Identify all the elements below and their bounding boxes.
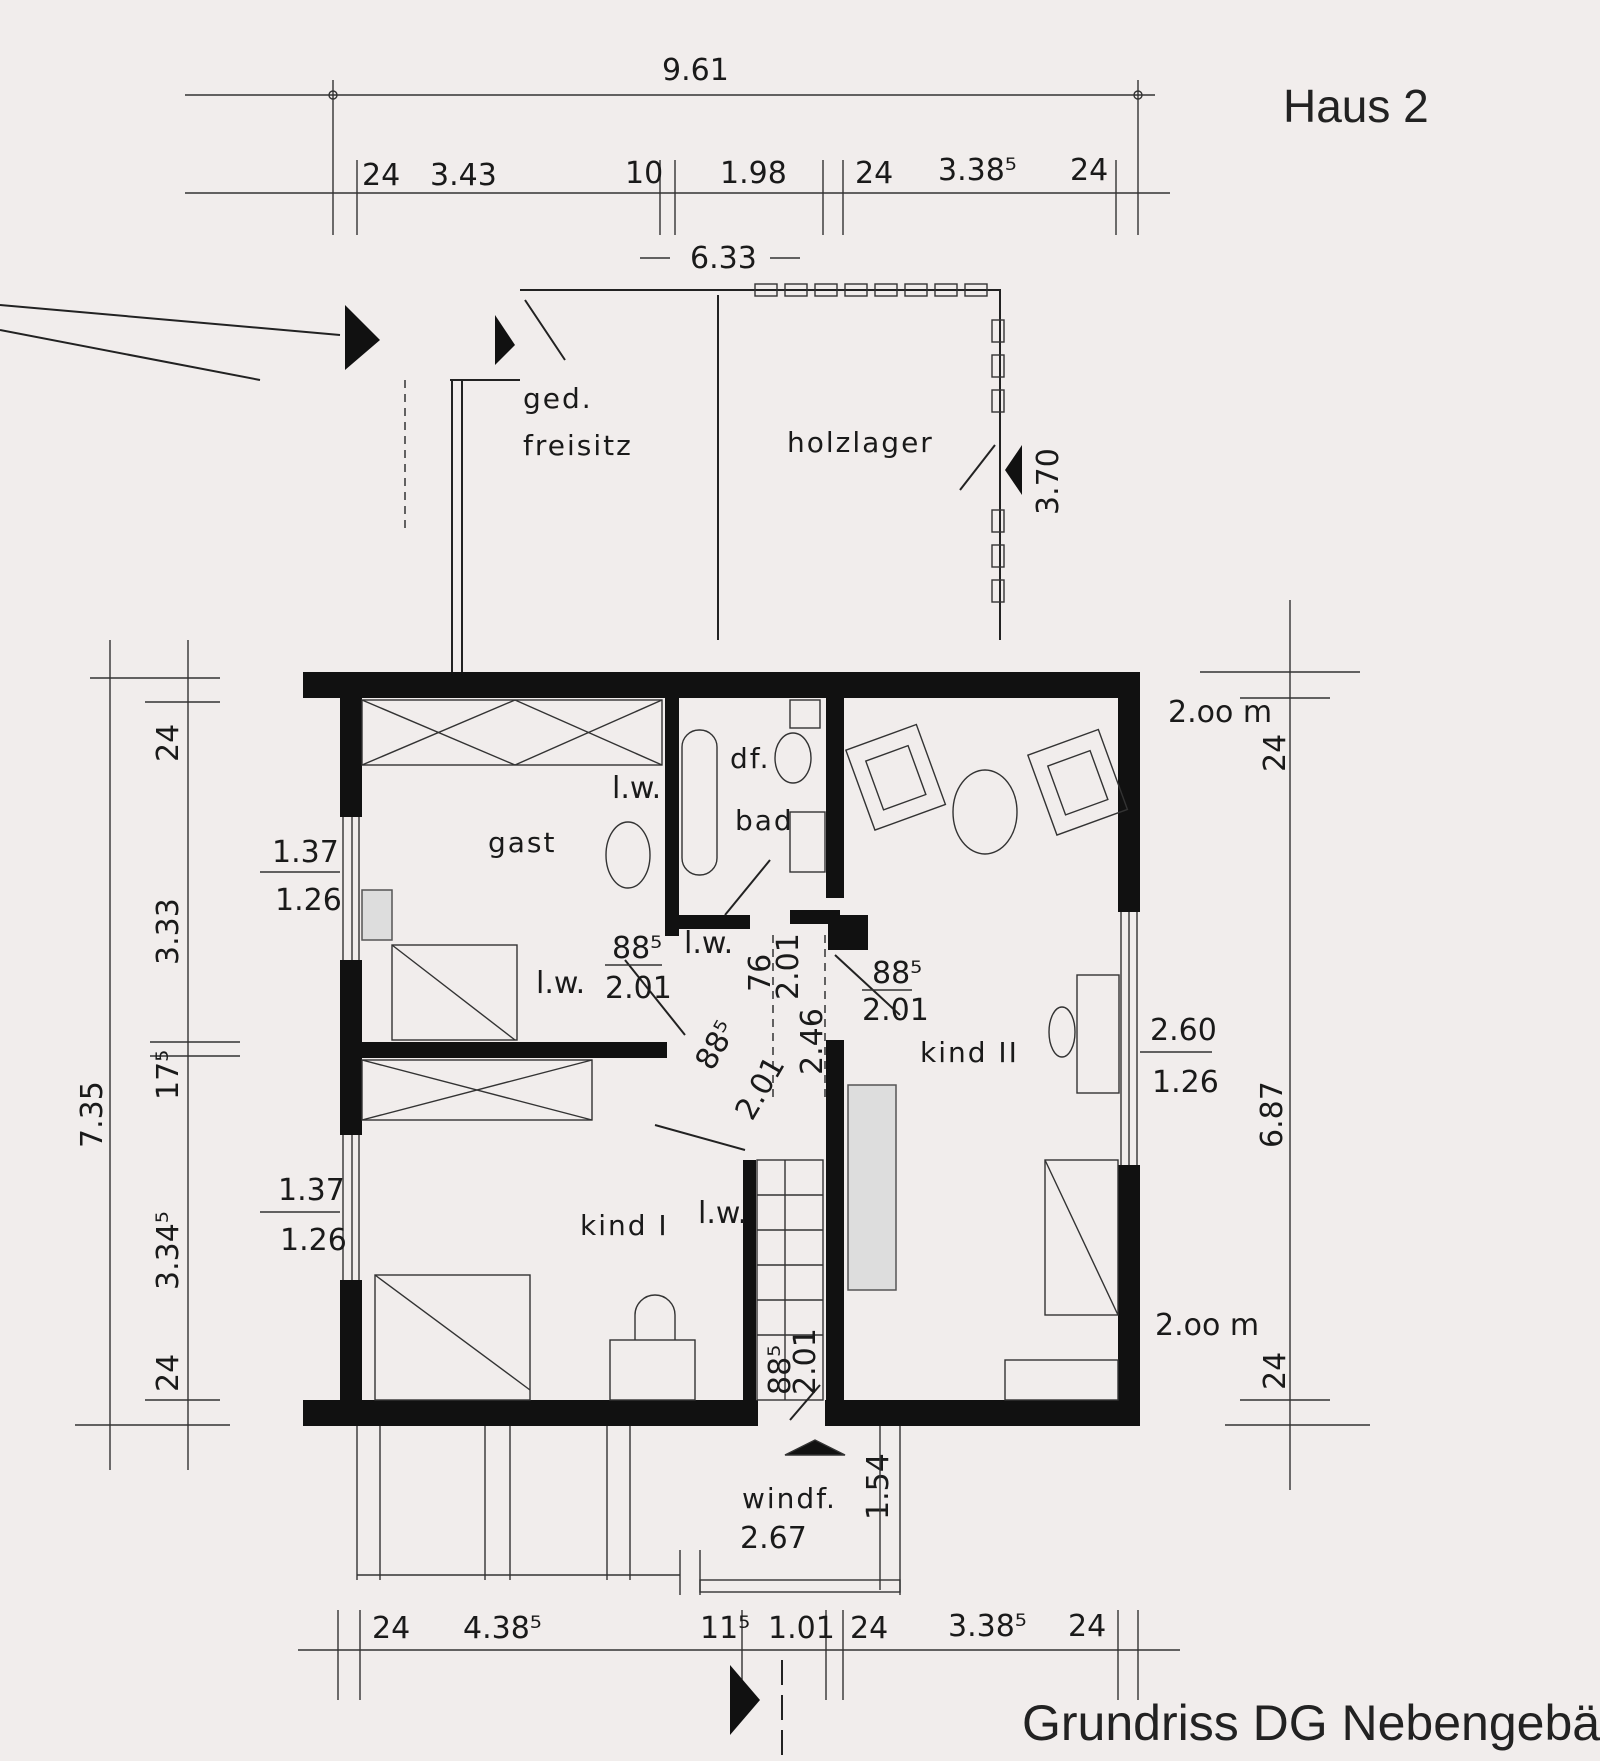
dim-label: 1.54 [861, 1453, 896, 1520]
drawing-title: Grundriss DG Nebengebäude [1022, 1695, 1600, 1751]
dim-label: 2.01 [605, 971, 672, 1006]
right-dimensions: 24 6.87 24 [1200, 600, 1370, 1490]
dim-label: 88⁵ [689, 1015, 744, 1076]
dim-label: 2.oo m [1155, 1308, 1259, 1343]
dim-label: 17⁵ [151, 1050, 186, 1100]
dim-holz-depth: 3.70 [1031, 448, 1066, 515]
dim-label: 24 [1068, 1609, 1106, 1644]
dim-label: 10 [625, 156, 663, 191]
dim-label: 24 [1070, 153, 1108, 188]
furniture [361, 699, 1129, 1401]
door-swings [624, 859, 901, 1421]
dim-label: 3.38⁵ [948, 1609, 1027, 1644]
room-label-holzlager: holzlager [787, 426, 934, 459]
dim-label: 2.60 [1150, 1013, 1217, 1048]
dim-label: 2.01 [862, 993, 929, 1028]
dim-label: 3.33 [151, 898, 186, 965]
room-label-bad-2: bad [735, 804, 794, 837]
room-label-freisitz-1: ged. [523, 382, 593, 415]
left-dimensions: 24 3.33 17⁵ 3.34⁵ 24 7.35 [75, 640, 240, 1470]
dim-label: 2.01 [788, 1328, 823, 1395]
dim-label: 11⁵ [700, 1611, 750, 1646]
house-label: Haus 2 [1283, 80, 1429, 132]
dim-label: 2.46 [795, 1008, 830, 1075]
dim-label: 24 [372, 1611, 410, 1646]
dim-label: 24 [855, 156, 893, 191]
dim-label: l.w. [612, 771, 661, 806]
dim-label: 76 [743, 954, 778, 992]
dim-label: l.w. [684, 926, 733, 961]
dim-label: 1.26 [275, 883, 342, 918]
dim-label: 88⁵ [872, 956, 922, 991]
dim-label: 2.oo m [1168, 695, 1272, 730]
dim-label: 2.01 [729, 1051, 793, 1126]
dim-label: 24 [850, 1611, 888, 1646]
room-label-kind-2: kind II [920, 1036, 1019, 1069]
dim-label: 6.87 [1255, 1081, 1290, 1148]
dim-label: 1.26 [280, 1223, 347, 1258]
walls [303, 672, 1140, 1426]
dim-label: 24 [1258, 1352, 1293, 1390]
interior-dimensions: 88⁵ 2.01 88⁵ 2.01 88⁵ 2.01 76 2.01 2.46 … [260, 695, 1272, 1556]
bottom-dimensions: 24 4.38⁵ 11⁵ 1.01 24 3.38⁵ 24 [298, 1609, 1180, 1761]
entrance [356, 1426, 901, 1595]
dim-label: 7.35 [75, 1081, 110, 1148]
top-dimensions: 9.61 24 3.43 10 1.98 24 3.38⁵ 24 6.33 [185, 53, 1170, 276]
dim-label: 1.01 [768, 1611, 835, 1646]
room-label-windfang: windf. [742, 1482, 837, 1515]
dim-label: 3.43 [430, 158, 497, 193]
dim-label: 1.37 [272, 835, 339, 870]
windows [342, 817, 1138, 1280]
dim-freisitz-width: 6.33 [690, 241, 757, 276]
dim-label: 24 [1258, 734, 1293, 772]
room-label-bad-1: df. [730, 742, 771, 775]
dim-label: 3.38⁵ [938, 153, 1017, 188]
dim-label: l.w. [698, 1196, 747, 1231]
dim-label: 24 [151, 1354, 186, 1392]
dim-label: 24 [151, 724, 186, 762]
dim-label: 1.98 [720, 156, 787, 191]
room-label-gast: gast [488, 826, 557, 859]
room-label-kind-1: kind I [580, 1209, 669, 1242]
dim-label: 88⁵ [612, 931, 662, 966]
dim-label: 4.38⁵ [463, 1611, 542, 1646]
dim-top-total: 9.61 [662, 53, 729, 88]
outdoor-structures [0, 283, 1022, 675]
dim-label: 2.67 [740, 1521, 807, 1556]
dim-label: 88⁵ [763, 1345, 798, 1395]
dim-label: 2.01 [771, 933, 806, 1000]
dim-label: l.w. [536, 966, 585, 1001]
room-label-freisitz-2: freisitz [523, 429, 633, 462]
dim-label: 1.37 [278, 1173, 345, 1208]
dim-label: 24 [362, 158, 400, 193]
dim-label: 3.34⁵ [151, 1211, 186, 1290]
dim-label: 1.26 [1152, 1065, 1219, 1100]
